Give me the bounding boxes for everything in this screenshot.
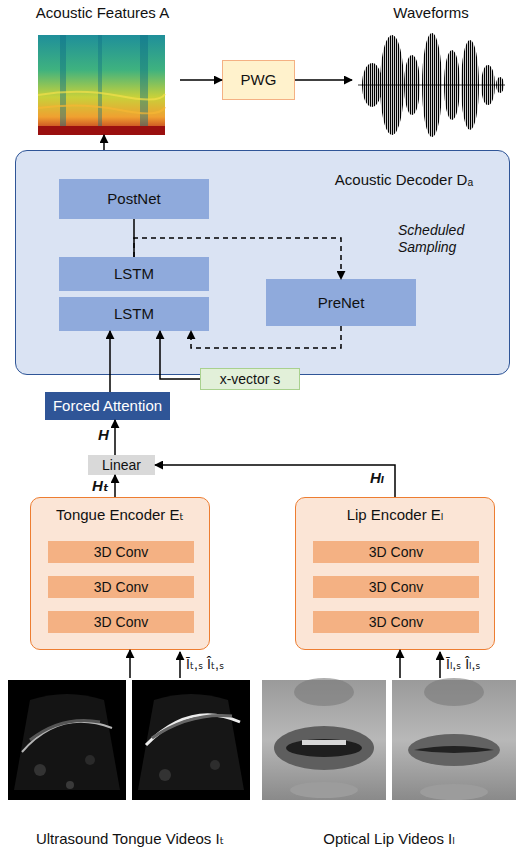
label-text: Īₗ,ₛ Îₗ,ₛ: [446, 656, 481, 673]
node-text: Acoustic Decoder Dₐ: [16, 171, 473, 189]
node-text: LSTM: [114, 305, 154, 323]
conv-layer: 3D Conv: [48, 611, 194, 633]
edge-label: Hₜ: [92, 477, 109, 495]
connector-arrow: [295, 79, 352, 81]
node-text: Linear: [102, 457, 141, 474]
input-symbol: Īₜ,ₛ Îₜ,ₛ: [186, 656, 224, 673]
connector-arrow: [155, 465, 395, 497]
label-text: Īₜ,ₛ Îₜ,ₛ: [186, 656, 224, 673]
feature-symbol: Hₗ: [370, 469, 384, 487]
conv-layer: 3D Conv: [313, 576, 479, 598]
input-arrow: [180, 652, 440, 678]
label-text: Scheduled Sampling: [398, 222, 478, 256]
connector-arrow: [191, 326, 341, 348]
process-box: PreNet: [266, 279, 416, 326]
conv-layer: 3D Conv: [48, 576, 194, 598]
node-text: PostNet: [107, 190, 160, 208]
node-text: 3D Conv: [94, 614, 148, 631]
node-text: PreNet: [318, 294, 365, 312]
node-text: Optical Lip Videos Iₗ: [323, 830, 454, 848]
encoder-container: Tongue Encoder Eₜ 3D Conv 3D Conv 3D Conv: [30, 497, 210, 650]
connector-arrow: [180, 79, 222, 81]
node-text: LSTM: [114, 265, 154, 283]
waveform-image: [358, 30, 505, 140]
node-text: 3D Conv: [369, 579, 423, 596]
video-input: Ultrasound Tongue Videos Iₜ: [8, 678, 252, 852]
connector-arrow: [103, 135, 105, 150]
attention-box: Forced Attention: [45, 392, 170, 420]
node-text: Lip Encoder Eₗ: [296, 506, 494, 524]
connector-arrow: [160, 331, 200, 379]
linear-box: Linear: [88, 455, 155, 475]
node-text: Waveforms: [393, 4, 468, 22]
decoder-container: Acoustic Decoder DₐPostNetLSTM LSTM PreNet: [15, 150, 510, 375]
encoder-container: Lip Encoder Eₗ 3D Conv 3D Conv 3D Conv: [295, 497, 495, 650]
node-text: Acoustic Features A: [36, 4, 169, 22]
node-text: Tongue Encoder Eₜ: [31, 506, 209, 524]
connector-arrow: [133, 219, 135, 257]
node-text: 3D Conv: [94, 579, 148, 596]
conv-layer: 3D Conv: [313, 611, 479, 633]
ultrasound-frame: [132, 680, 250, 800]
node-text: x-vector s: [220, 371, 281, 388]
video-input: Optical Lip Videos Iₗ: [262, 678, 516, 852]
connector-arrow: [114, 420, 116, 455]
lip-frame: [392, 678, 516, 800]
spectrogram-figure: Acoustic Features A: [25, 4, 180, 135]
process-box: LSTM: [59, 297, 209, 331]
waveform-figure: Waveforms: [352, 4, 510, 140]
edge-label: Hₗ: [370, 469, 384, 487]
node-text: 3D Conv: [369, 544, 423, 561]
node-text: PWG: [241, 71, 277, 89]
connector-arrow: [129, 650, 131, 678]
speaker-box: x-vector s: [200, 368, 300, 390]
connector-arrow: [109, 331, 111, 392]
vocoder-box: PWG: [222, 60, 295, 100]
edge-label: H: [98, 426, 109, 444]
lip-frame: [262, 678, 386, 800]
connector-arrow: [114, 475, 116, 497]
process-box: PostNet: [59, 179, 209, 219]
annotation: Scheduled Sampling: [398, 222, 478, 256]
node-text: Forced Attention: [53, 397, 162, 415]
feature-symbol: H: [98, 426, 109, 444]
process-box: LSTM: [59, 257, 209, 291]
spectrogram-image: [38, 35, 165, 135]
conv-layer: 3D Conv: [48, 541, 194, 563]
conv-layer: 3D Conv: [313, 541, 479, 563]
node-text: 3D Conv: [94, 544, 148, 561]
node-text: Ultrasound Tongue Videos Iₜ: [36, 830, 224, 848]
feature-symbol: Hₜ: [92, 477, 109, 495]
connector-arrow: [399, 650, 401, 678]
input-symbol: Īₗ,ₛ Îₗ,ₛ: [446, 656, 481, 673]
node-text: 3D Conv: [369, 614, 423, 631]
connector-arrow: [134, 238, 341, 279]
ultrasound-frame: [8, 680, 126, 800]
